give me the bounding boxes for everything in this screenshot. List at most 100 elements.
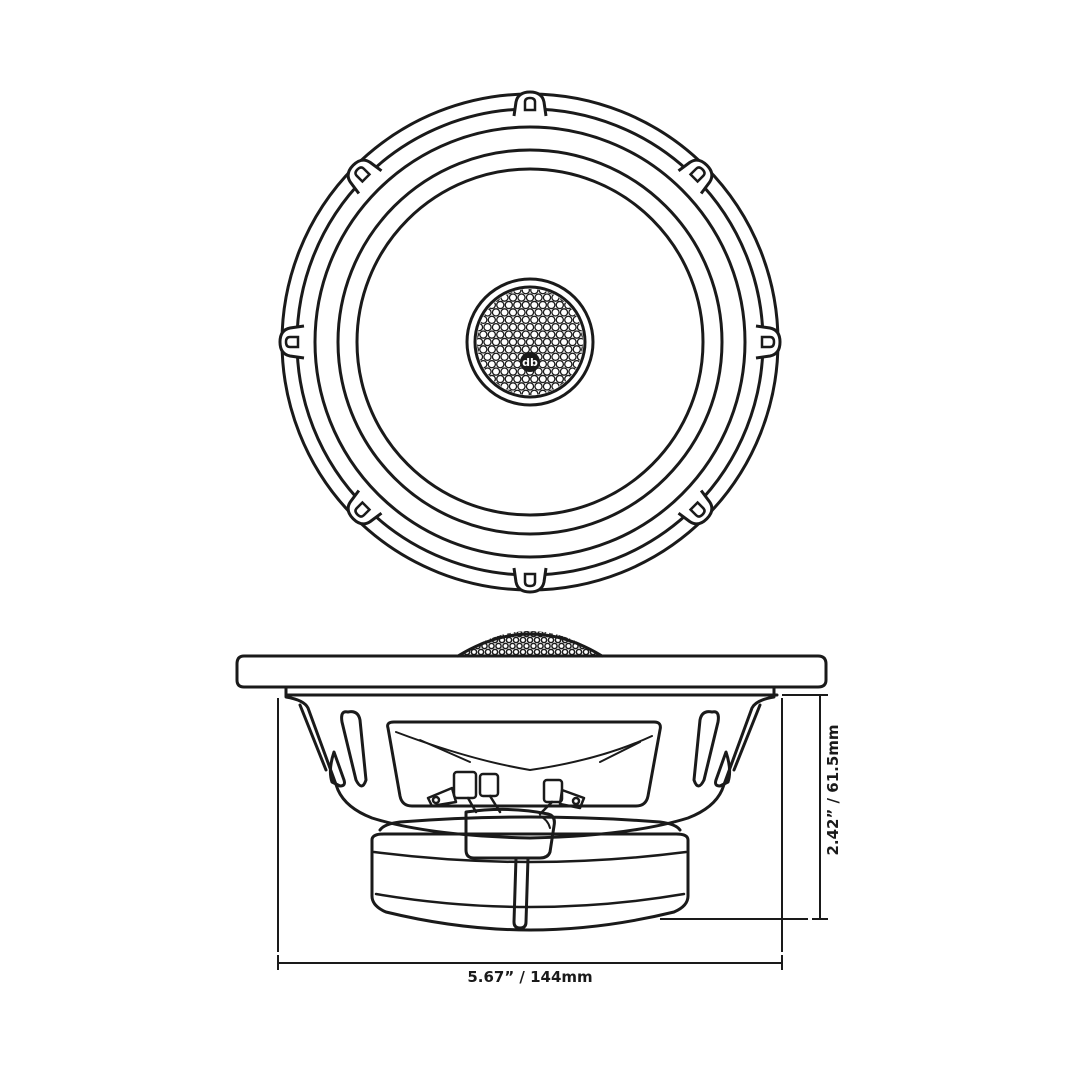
dome-mesh-cell <box>558 642 565 650</box>
grille-cell <box>513 345 522 354</box>
dome-mesh-cell <box>575 631 583 632</box>
grille-cell <box>496 330 505 339</box>
grille-cell <box>568 322 577 332</box>
grille-cell <box>559 337 569 347</box>
grille-cell <box>542 322 552 332</box>
grille-cell <box>517 367 526 376</box>
grille-cell <box>508 367 518 376</box>
dome-mesh-cell <box>608 631 613 636</box>
dome-mesh-cell <box>458 636 464 644</box>
grille-cell <box>572 330 582 339</box>
grille-cell <box>530 389 539 395</box>
dome-mesh-cell <box>530 631 537 638</box>
terminal-block-mid <box>478 772 500 798</box>
dome-mesh-cell <box>447 631 452 636</box>
grille-cell <box>525 308 535 317</box>
dome-mesh-cell <box>491 631 499 632</box>
dome-mesh-cell <box>460 642 467 650</box>
grille-cell <box>483 322 492 332</box>
grille-cell <box>521 330 531 339</box>
mounting-tab <box>278 324 305 360</box>
dome-mesh-cell <box>458 631 464 632</box>
mounting-tab <box>677 489 714 526</box>
basket-center-window <box>386 720 662 808</box>
grille-cell <box>555 315 565 325</box>
grille-cell <box>559 367 569 376</box>
dome-mesh-cell <box>596 631 602 632</box>
grille-cell <box>521 374 531 384</box>
grille-cell <box>534 337 543 347</box>
grille-cell <box>479 330 488 339</box>
mounting-tab <box>755 324 782 360</box>
dome-mesh-cell <box>565 631 572 638</box>
grille-cell <box>530 300 539 310</box>
grille-cell <box>568 352 577 362</box>
dome-mesh-cell <box>505 648 513 656</box>
grille-cell <box>504 345 514 354</box>
dome-mesh-cell <box>589 636 597 644</box>
dome-mesh-cell <box>463 631 471 632</box>
dome-mesh-cell <box>484 631 492 632</box>
dome-mesh-cell <box>533 631 541 632</box>
grille-cell <box>521 300 531 310</box>
grille-cell <box>538 330 548 339</box>
dome-mesh-cell <box>575 648 583 656</box>
basket-outer-right <box>732 703 762 772</box>
grille-cell <box>551 337 560 347</box>
dome-mesh-cell <box>519 648 527 656</box>
dome-mesh-cell <box>450 649 455 654</box>
dome-mesh-cell <box>488 642 495 650</box>
basket-window-right-1 <box>692 710 720 788</box>
mounting-tab <box>512 90 548 117</box>
grille-cell <box>547 300 556 310</box>
dome-mesh-cell <box>540 636 548 644</box>
grille-cell <box>504 359 514 369</box>
grille-cell <box>477 330 480 339</box>
grille-cell <box>542 293 552 302</box>
dome-mesh-cell <box>600 631 602 638</box>
dome-mesh-cell <box>537 642 544 650</box>
dome-mesh-cell <box>505 636 513 644</box>
surround-outer-ring <box>313 125 747 559</box>
grille-cell <box>551 322 560 332</box>
mounting-tabs <box>278 90 782 594</box>
dome-mesh-cell <box>582 648 590 656</box>
grille-cell <box>500 322 509 332</box>
grille-cell <box>504 315 514 325</box>
wire-strap <box>512 856 530 930</box>
grille-cell <box>496 359 505 369</box>
mounting-tab <box>346 489 383 526</box>
dome-mesh-cell <box>533 636 541 644</box>
grille-cell <box>496 374 505 384</box>
dome-mesh-cell <box>611 637 616 642</box>
grille-cell <box>542 337 552 347</box>
dome-mesh-cell <box>604 625 609 630</box>
grille-cell <box>500 308 509 317</box>
dome-mesh-cell <box>544 642 551 650</box>
dome-mesh-cell <box>526 636 534 644</box>
dome-mesh-cell <box>519 631 527 632</box>
magnet-band-top <box>372 850 688 864</box>
tweeter-logo-text: db <box>522 356 538 369</box>
terminal-lug-right-hole <box>571 796 581 806</box>
dome-mesh-cell <box>481 642 488 650</box>
dome-mesh-cell <box>450 637 455 642</box>
grille-cell <box>513 374 522 384</box>
dome-mesh-cell <box>575 636 583 644</box>
dome-mesh-cell <box>551 642 558 650</box>
mounting-tab <box>512 567 548 594</box>
tweeter-inner-ring <box>473 285 587 399</box>
dome-mesh-cell <box>593 642 600 650</box>
grille-cell <box>500 337 509 347</box>
dome-mesh-cell <box>568 648 576 656</box>
basket-outer-left <box>298 703 328 772</box>
grille-cell <box>559 352 569 362</box>
grille-cell <box>491 308 501 317</box>
dome-mesh-cell <box>611 649 616 654</box>
basket-window-left-1 <box>340 710 368 788</box>
magnet-body <box>370 832 690 932</box>
grille-cell <box>547 359 556 369</box>
dome-mesh-cell <box>572 631 579 638</box>
dome-mesh-cell <box>540 631 548 632</box>
